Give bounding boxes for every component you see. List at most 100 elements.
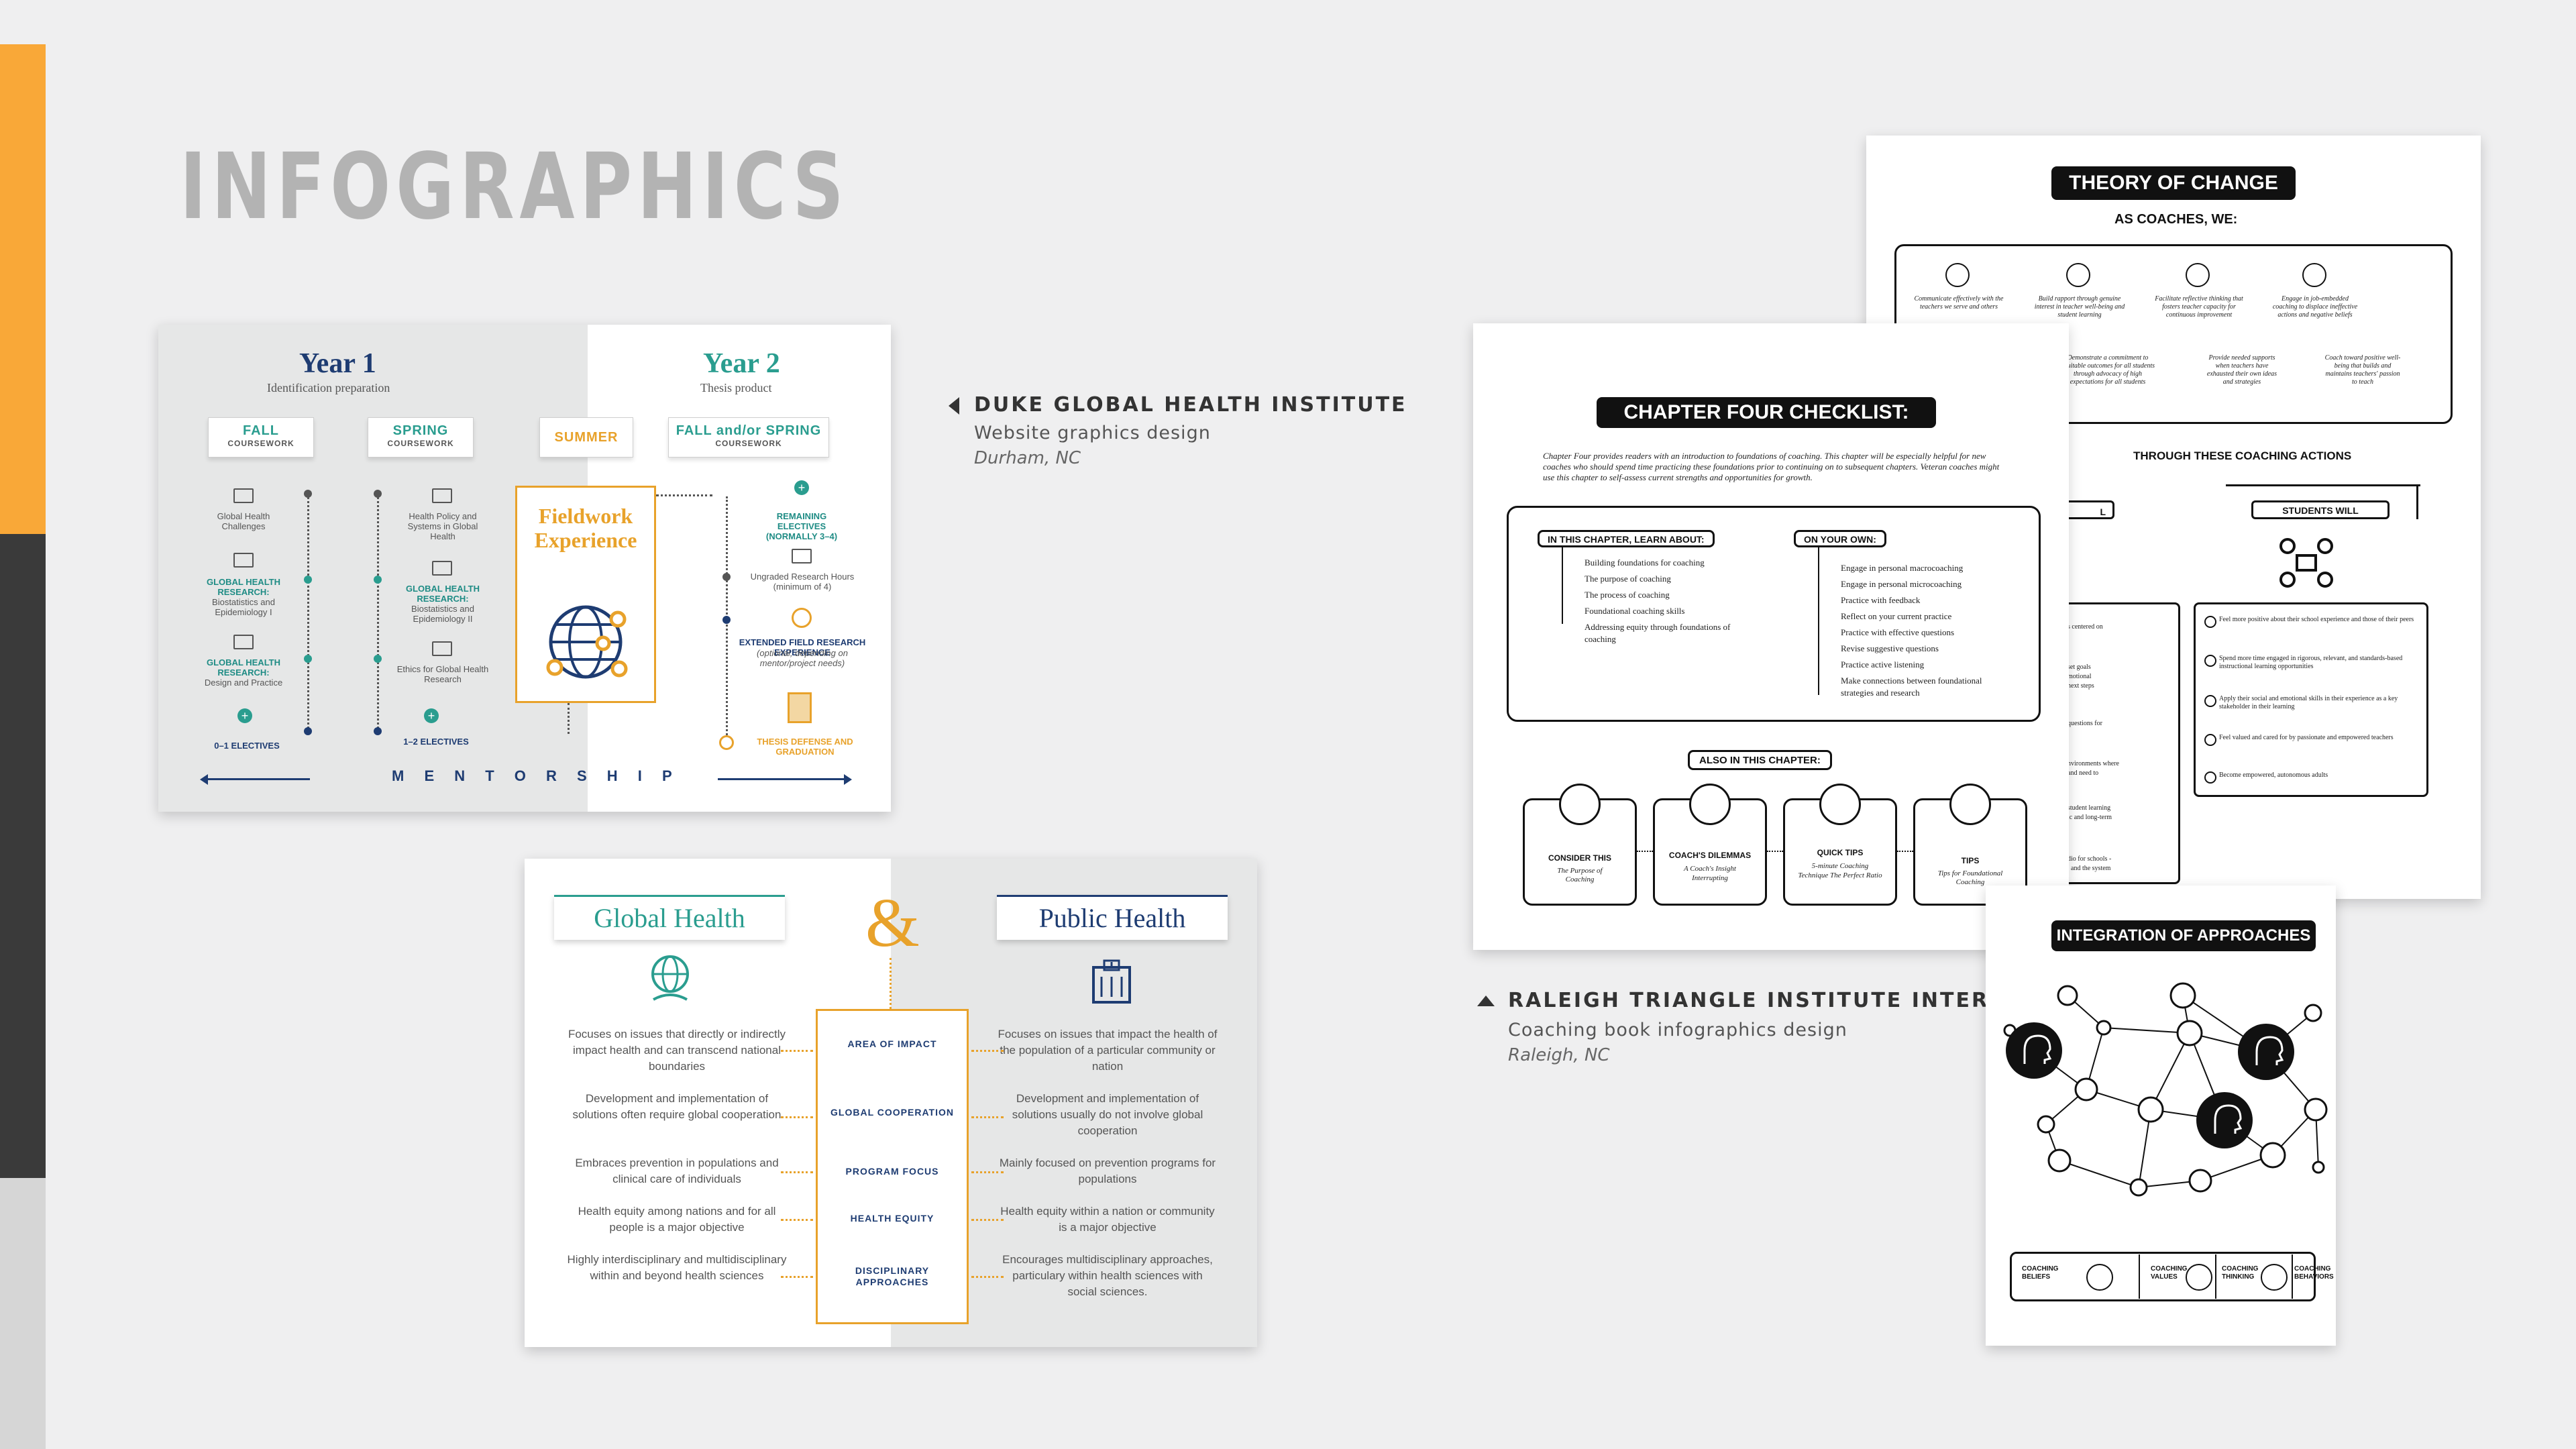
duke-compare-card[interactable]: Global Health Public Health & AREA OF IM… [525,859,1257,1347]
also-title-item: TIPS [1961,856,1980,865]
left-fragment: student learning [2068,804,2111,812]
spring-item: Biostatistics and Epidemiology II [411,604,474,624]
theory-item: Communicate effectively with the teacher… [1914,295,2004,311]
dotted-connector [1897,851,1913,852]
criteria-label: GLOBAL COOPERATION [830,1107,954,1118]
fall-dot [304,490,312,498]
criteria-label: DISCIPLINARY APPROACHES [855,1265,930,1287]
duke-caption-subtitle: Website graphics design [974,423,1211,443]
arrow-left [781,1116,813,1118]
fall-item: GLOBAL HEALTH RESEARCH: [206,577,280,597]
arrow-left [781,1171,813,1173]
global-text: Embraces prevention in populations and c… [575,1157,779,1185]
year2-title: Year 2 [703,348,780,379]
bar-divider [2292,1254,2293,1299]
fall-dot [304,576,312,584]
learn-item: The purpose of coaching [1585,574,1671,584]
public-text: Focuses on issues that impact the health… [998,1028,1218,1073]
book-icon [432,561,452,576]
bar-divider [2215,1254,2216,1299]
fieldwork-label: Fieldwork Experience [534,504,637,552]
checklist-intro: Chapter Four provides readers with an in… [1543,451,2000,482]
public-health-header: Public Health [997,895,1228,940]
left-list-box [2063,602,2180,884]
spring-dot [374,727,382,735]
check-icon [2204,771,2216,784]
duke-timeline-card[interactable]: Year 1 Identification preparation Year 2… [158,325,891,812]
arrow-left [781,1276,813,1278]
own-item: Engage in personal macrocoaching [1841,563,1964,573]
mentorship-arrow [718,778,845,780]
bar-label: COACHING VALUES [2151,1265,2188,1281]
globe-icon [792,608,812,628]
global-text: Health equity among nations and for all … [578,1205,776,1234]
criteria-label: PROGRAM FOCUS [845,1166,939,1177]
chapter-checklist-card[interactable]: CHAPTER FOUR CHECKLIST: Chapter Four pro… [1473,323,2069,950]
bracket-line [1818,547,1819,695]
bar-divider [2139,1254,2140,1299]
arrows-cross-icon [1689,784,1731,825]
spring-dot [374,655,382,663]
arrow-right [971,1219,1004,1221]
students-item: Spend more time engaged in rigorous, rel… [2219,655,2403,670]
also-sub-item: The Purpose of Coaching [1557,867,1603,883]
arrow-left [781,1050,813,1052]
year2-item: (optional, depending on mentor/project n… [757,648,848,668]
learn-item: Building foundations for coaching [1585,557,1705,568]
spring-timeline [377,492,379,733]
students-list-box [2194,602,2428,797]
public-text: Mainly focused on prevention programs fo… [999,1157,1216,1185]
globe-network-icon [546,605,628,679]
own-item: Revise suggestive questions [1841,643,1939,653]
theory-subtitle: AS COACHES, WE: [2114,212,2238,227]
duke-caption-location: Durham, NC [974,448,1081,468]
year2-item: THESIS DEFENSE AND GRADUATION [757,737,853,757]
theory-item: Coach toward positive well-being that bu… [2324,354,2401,386]
theory-item: Build rapport through genuine interest i… [2034,295,2125,319]
check-icon [2204,655,2216,667]
center-box [816,1009,969,1324]
check-icon [2204,734,2216,746]
fall-item: Global Health Challenges [217,511,270,531]
left-fragment: s centered on [2068,623,2103,631]
own-item: Engage in personal microcoaching [1841,579,1962,589]
fall-item: Design and Practice [204,678,283,688]
year2-dot [722,573,731,581]
checklist-doc-icon [1949,784,1991,825]
public-text: Development and implementation of soluti… [1012,1092,1203,1137]
students-item: Feel more positive about their school ex… [2219,616,2414,623]
learn-item: Foundational coaching skills [1585,606,1685,616]
year2-dot [719,735,734,750]
year2-item: REMAINING ELECTIVES (NORMALLY 3–4) [765,511,838,541]
fall-spring-header: FALL and/or SPRING COURSEWORK [668,417,829,458]
dotted-connector [1767,851,1783,852]
spring-item: Health Policy and Systems in Global Heal… [407,511,478,541]
students-item: Feel valued and cared for by passionate … [2219,734,2394,741]
mentorship-arrowhead-right [844,774,852,785]
public-text: Encourages multidisciplinary approaches,… [1002,1253,1213,1298]
mentorship-arrow [203,778,310,780]
theory-item: Demonstrate a commitment to equitable ou… [2061,354,2155,386]
icon [1945,263,1970,287]
left-fragment: and need to [2068,769,2099,777]
book-icon [792,549,812,564]
also-sub-item: A Coach's Insight Interrupting [1684,865,1736,882]
check-icon [2204,616,2216,628]
caption-pointer [1477,996,1495,1006]
fall-electives: 0–1 ELECTIVES [214,741,280,751]
global-health-header: Global Health [554,895,785,940]
fall-header: FALL COURSEWORK [208,417,314,458]
spring-item: Ethics for Global Health Research [396,664,489,684]
year2-subtitle: Thesis product [700,381,772,394]
fieldwork-box[interactable]: Fieldwork Experience [515,486,656,703]
integration-card[interactable]: INTEGRATION OF APPROACHES [1986,885,2336,1346]
also-title-item: QUICK TIPS [1817,848,1864,857]
brain-icon [2186,263,2210,287]
bar-label: COACHING THINKING [2222,1265,2259,1281]
spring-dot [374,490,382,498]
heart-icon [2066,263,2090,287]
year2-item: Ungraded Research Hours (minimum of 4) [750,572,855,592]
bracket-line [1562,547,1563,624]
also-sub-item: 5-minute Coaching Technique The Perfect … [1798,862,1882,879]
own-item: Make connections between foundational st… [1841,676,1982,698]
